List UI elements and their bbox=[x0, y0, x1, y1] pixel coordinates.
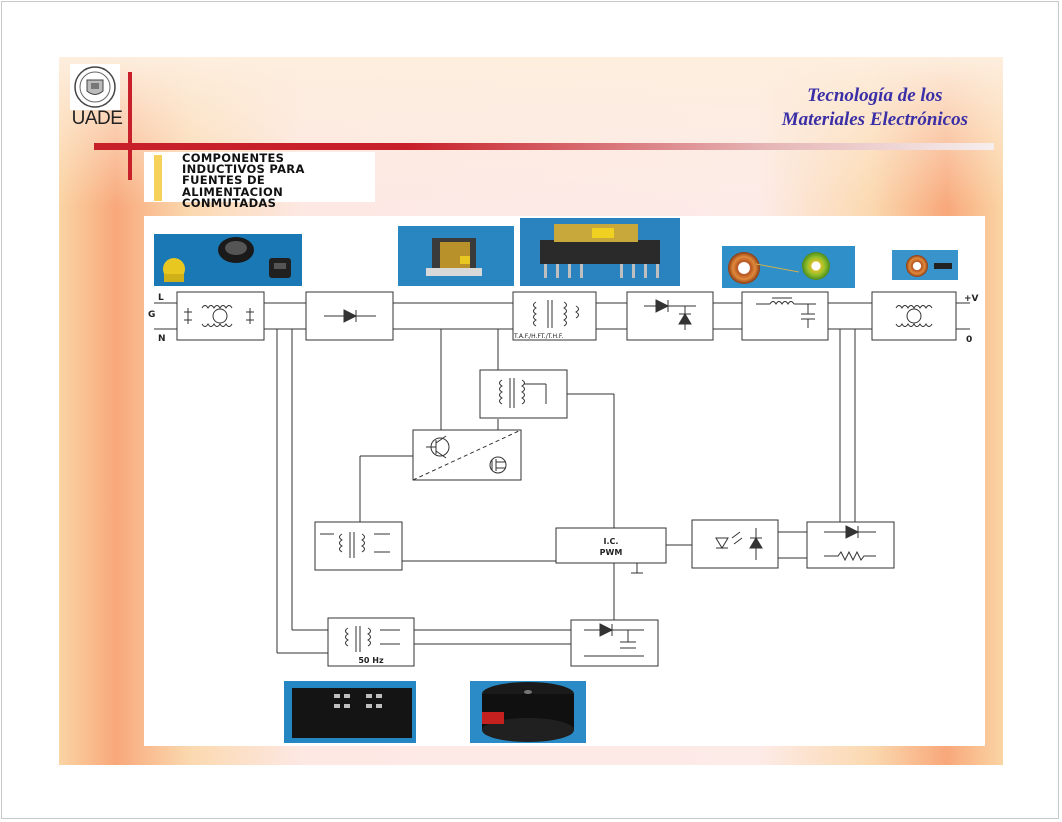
base-drive-transformer-block bbox=[314, 521, 403, 571]
university-seal-icon bbox=[70, 64, 120, 110]
photo-small-toroid bbox=[892, 250, 958, 280]
subtitle-line: ALIMENTACION bbox=[182, 184, 284, 199]
error-amplifier-block bbox=[806, 521, 895, 569]
hf-transformer-block bbox=[512, 291, 597, 341]
uade-logo: UADE bbox=[70, 64, 123, 130]
subtitle-text: COMPONENTES INDUCTIVOS PARA FUENTES DE A… bbox=[182, 151, 305, 210]
course-title: Tecnología de los Materiales Electrónico… bbox=[782, 84, 968, 132]
output-rectifier-block bbox=[626, 291, 714, 341]
circuit-wires bbox=[154, 302, 970, 654]
input-label-line: L bbox=[158, 293, 164, 303]
red-vertical-rule bbox=[128, 72, 132, 180]
subtitle-line: COMPONENTES bbox=[182, 151, 285, 165]
photo-bobbin-transformer bbox=[520, 218, 680, 286]
hf-transformer-label: T.A.F./H.FT./T.H.F. bbox=[513, 333, 563, 340]
photo-e-core-transformer bbox=[398, 226, 514, 286]
output-label-zero: 0 bbox=[966, 335, 972, 345]
driver-transformer-block bbox=[479, 369, 568, 419]
input-emi-filter-block bbox=[176, 291, 265, 341]
output-emi-filter-block bbox=[871, 291, 957, 341]
mains-transformer-block bbox=[327, 617, 415, 667]
subtitle-accent-bar bbox=[154, 155, 162, 201]
block-diagram-svg: L G N +V 0 bbox=[148, 218, 979, 743]
subtitle-box bbox=[144, 152, 375, 202]
switching-transistor-block bbox=[412, 429, 522, 481]
subtitle-line: FUENTES DE bbox=[182, 173, 266, 188]
input-label-neutral: N bbox=[158, 334, 166, 344]
pwm-label-line-2: PWM bbox=[600, 548, 623, 557]
photo-toroidal-cores bbox=[722, 246, 855, 288]
input-rectifier-block bbox=[305, 291, 394, 341]
red-horizontal-rule bbox=[94, 143, 994, 150]
output-label-plus: +V bbox=[964, 294, 979, 304]
input-label-ground: G bbox=[148, 310, 155, 320]
logo-text: UADE bbox=[71, 108, 123, 129]
photo-potted-transformer bbox=[284, 681, 416, 743]
power-supply-diagram: L G N +V 0 bbox=[144, 216, 985, 746]
pwm-label-line-1: I.C. bbox=[604, 537, 619, 546]
optocoupler-block bbox=[691, 519, 779, 569]
course-title-line-2: Materiales Electrónicos bbox=[781, 109, 968, 130]
aux-rectifier-block bbox=[570, 619, 659, 667]
output-lc-filter-block bbox=[741, 291, 829, 341]
mains-transformer-label: 50 Hz bbox=[358, 656, 384, 665]
pwm-controller-block bbox=[555, 527, 667, 564]
photo-pot-cores bbox=[154, 234, 302, 286]
course-title-line-1: Tecnología de los bbox=[807, 85, 943, 106]
photo-pot-core-large bbox=[470, 681, 586, 743]
subtitle-line: INDUCTIVOS PARA bbox=[182, 162, 305, 177]
subtitle-line: CONMUTADAS bbox=[182, 195, 277, 210]
